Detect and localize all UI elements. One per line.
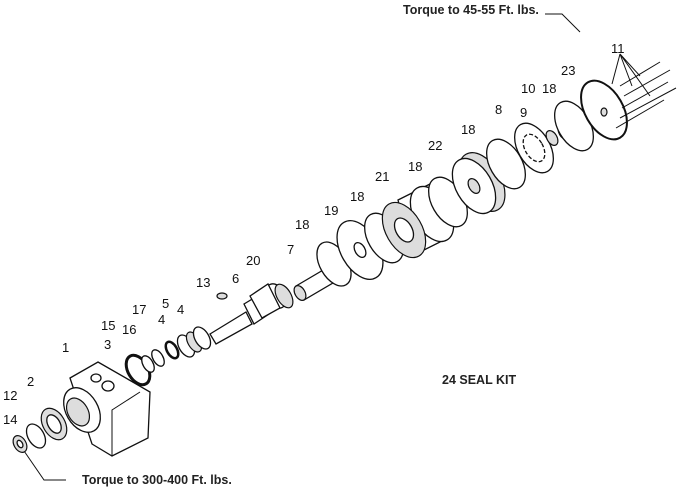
top-torque-note: Torque to 45-55 Ft. lbs. — [403, 3, 539, 17]
label-17: 17 — [132, 302, 146, 317]
label-18: 18 — [461, 122, 475, 137]
label-18: 18 — [408, 159, 422, 174]
label-9: 9 — [520, 105, 527, 120]
part-1-housing — [63, 361, 151, 457]
label-22: 22 — [428, 138, 442, 153]
label-12: 12 — [3, 388, 17, 403]
part-15-ring — [141, 355, 155, 373]
label-2: 2 — [27, 374, 34, 389]
label-1: 1 — [62, 340, 69, 355]
part-2-bearing — [40, 407, 68, 441]
label-15: 15 — [101, 318, 115, 333]
label-18: 18 — [295, 217, 309, 232]
part-14-nut — [12, 435, 28, 453]
label-4b: 4 — [177, 302, 184, 317]
label-8: 8 — [495, 102, 502, 117]
part-9-spacer — [545, 130, 559, 146]
label-23: 23 — [561, 63, 575, 78]
part-21-manifold — [381, 183, 455, 259]
label-21: 21 — [375, 169, 389, 184]
label-7: 7 — [287, 242, 294, 257]
label-18: 18 — [350, 189, 364, 204]
label-16: 16 — [122, 322, 136, 337]
part-4-washer — [192, 326, 212, 350]
label-4: 4 — [158, 312, 165, 327]
top-torque-leader — [545, 13, 581, 33]
label-3: 3 — [104, 337, 111, 352]
label-10: 10 — [521, 81, 535, 96]
label-13: 13 — [196, 275, 210, 290]
label-19: 19 — [324, 203, 338, 218]
part-17-seal — [164, 340, 180, 360]
label-20: 20 — [246, 253, 260, 268]
part-11-bolts — [611, 53, 677, 129]
label-11: 11 — [611, 41, 625, 56]
part-20-washer — [274, 283, 294, 309]
bottom-torque-leader — [21, 447, 66, 481]
part-23-end-cap — [580, 79, 628, 141]
label-14: 14 — [3, 412, 17, 427]
part-8-gerotor — [514, 122, 554, 174]
label-6: 6 — [232, 271, 239, 286]
bottom-torque-note: Torque to 300-400 Ft. lbs. — [82, 473, 232, 487]
part-12-washer — [25, 423, 47, 449]
part-16-ring — [151, 349, 165, 367]
label-5: 5 — [162, 296, 169, 311]
seal-kit-note: 24 SEAL KIT — [442, 373, 516, 387]
part-13-key — [216, 292, 228, 300]
label-18: 18 — [542, 81, 556, 96]
